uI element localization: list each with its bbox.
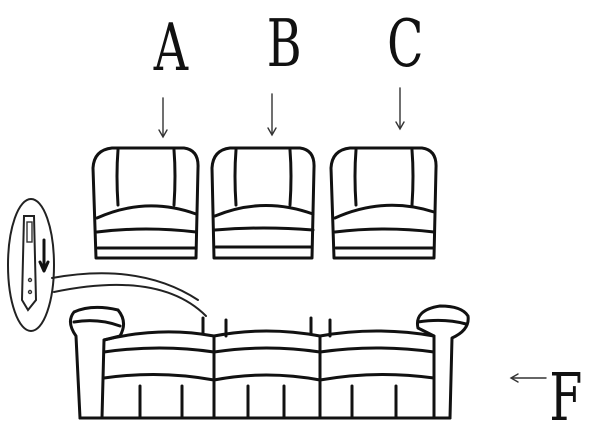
label-c: C — [387, 5, 423, 82]
seat-back-c — [329, 146, 438, 260]
seat-back-b — [210, 146, 316, 260]
label-a: A — [153, 9, 189, 86]
seat-back-a — [91, 146, 200, 260]
bracket-detail-inset — [7, 198, 207, 332]
label-b: B — [267, 5, 302, 82]
arrow-a — [158, 97, 168, 139]
sofa-base-f — [69, 304, 470, 420]
arrow-b — [267, 93, 277, 137]
arrow-c — [395, 87, 405, 131]
arrow-f — [509, 373, 547, 383]
label-f: F — [549, 359, 582, 426]
